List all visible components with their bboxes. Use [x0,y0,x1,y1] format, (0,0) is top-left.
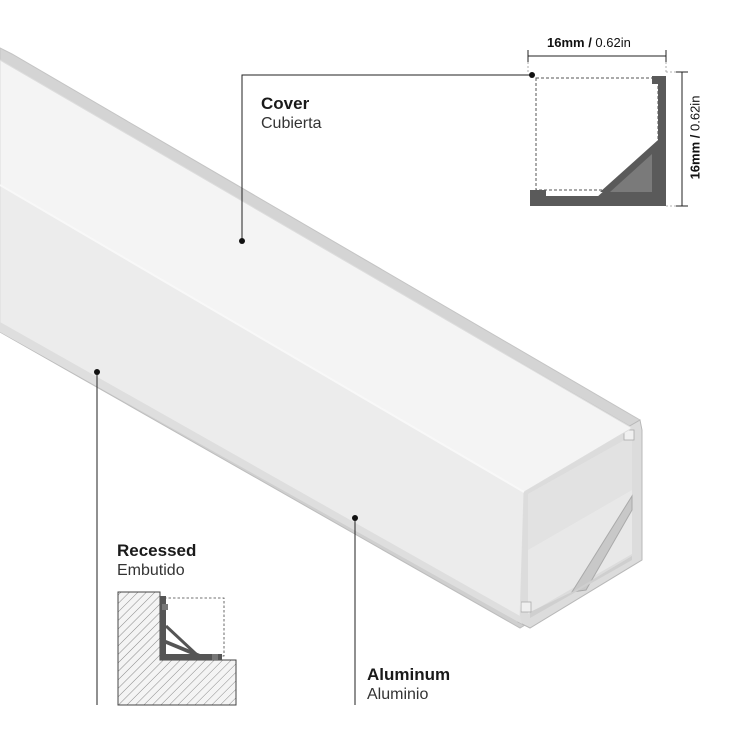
height-dimension-label: 16mm / 0.62in [688,83,703,193]
aluminum-title: Aluminum [367,665,451,684]
recessed-subtitle: Embutido [117,562,185,580]
aluminum-subtitle: Aluminio [367,686,429,704]
recessed-title: Recessed [117,541,197,560]
profile-corner-dot [529,72,535,78]
width-metric: 16mm [547,35,585,50]
height-imperial: 0.62in [687,95,703,131]
cover-title: Cover [261,94,310,113]
cover-diffuser [0,59,633,624]
recessed-dot [94,369,100,375]
aluminum-label: Aluminum Aluminio [367,665,450,705]
recessed-diagram [117,591,237,706]
width-separator: / [584,35,596,50]
height-metric: 16mm [687,141,703,180]
cover-label: Cover Cubierta [261,94,321,134]
aluminum-dot [352,515,358,521]
width-dimension-label: 16mm / 0.62in [547,35,631,50]
cross-section-profile [527,50,688,207]
cover-subtitle: Cubierta [261,115,322,133]
cover-dot [239,238,245,244]
recessed-label: Recessed Embutido [117,541,196,581]
cover-leader-line [241,74,532,240]
height-separator: / [687,131,703,142]
leader-lines [96,74,532,705]
width-imperial: 0.62in [595,35,631,50]
